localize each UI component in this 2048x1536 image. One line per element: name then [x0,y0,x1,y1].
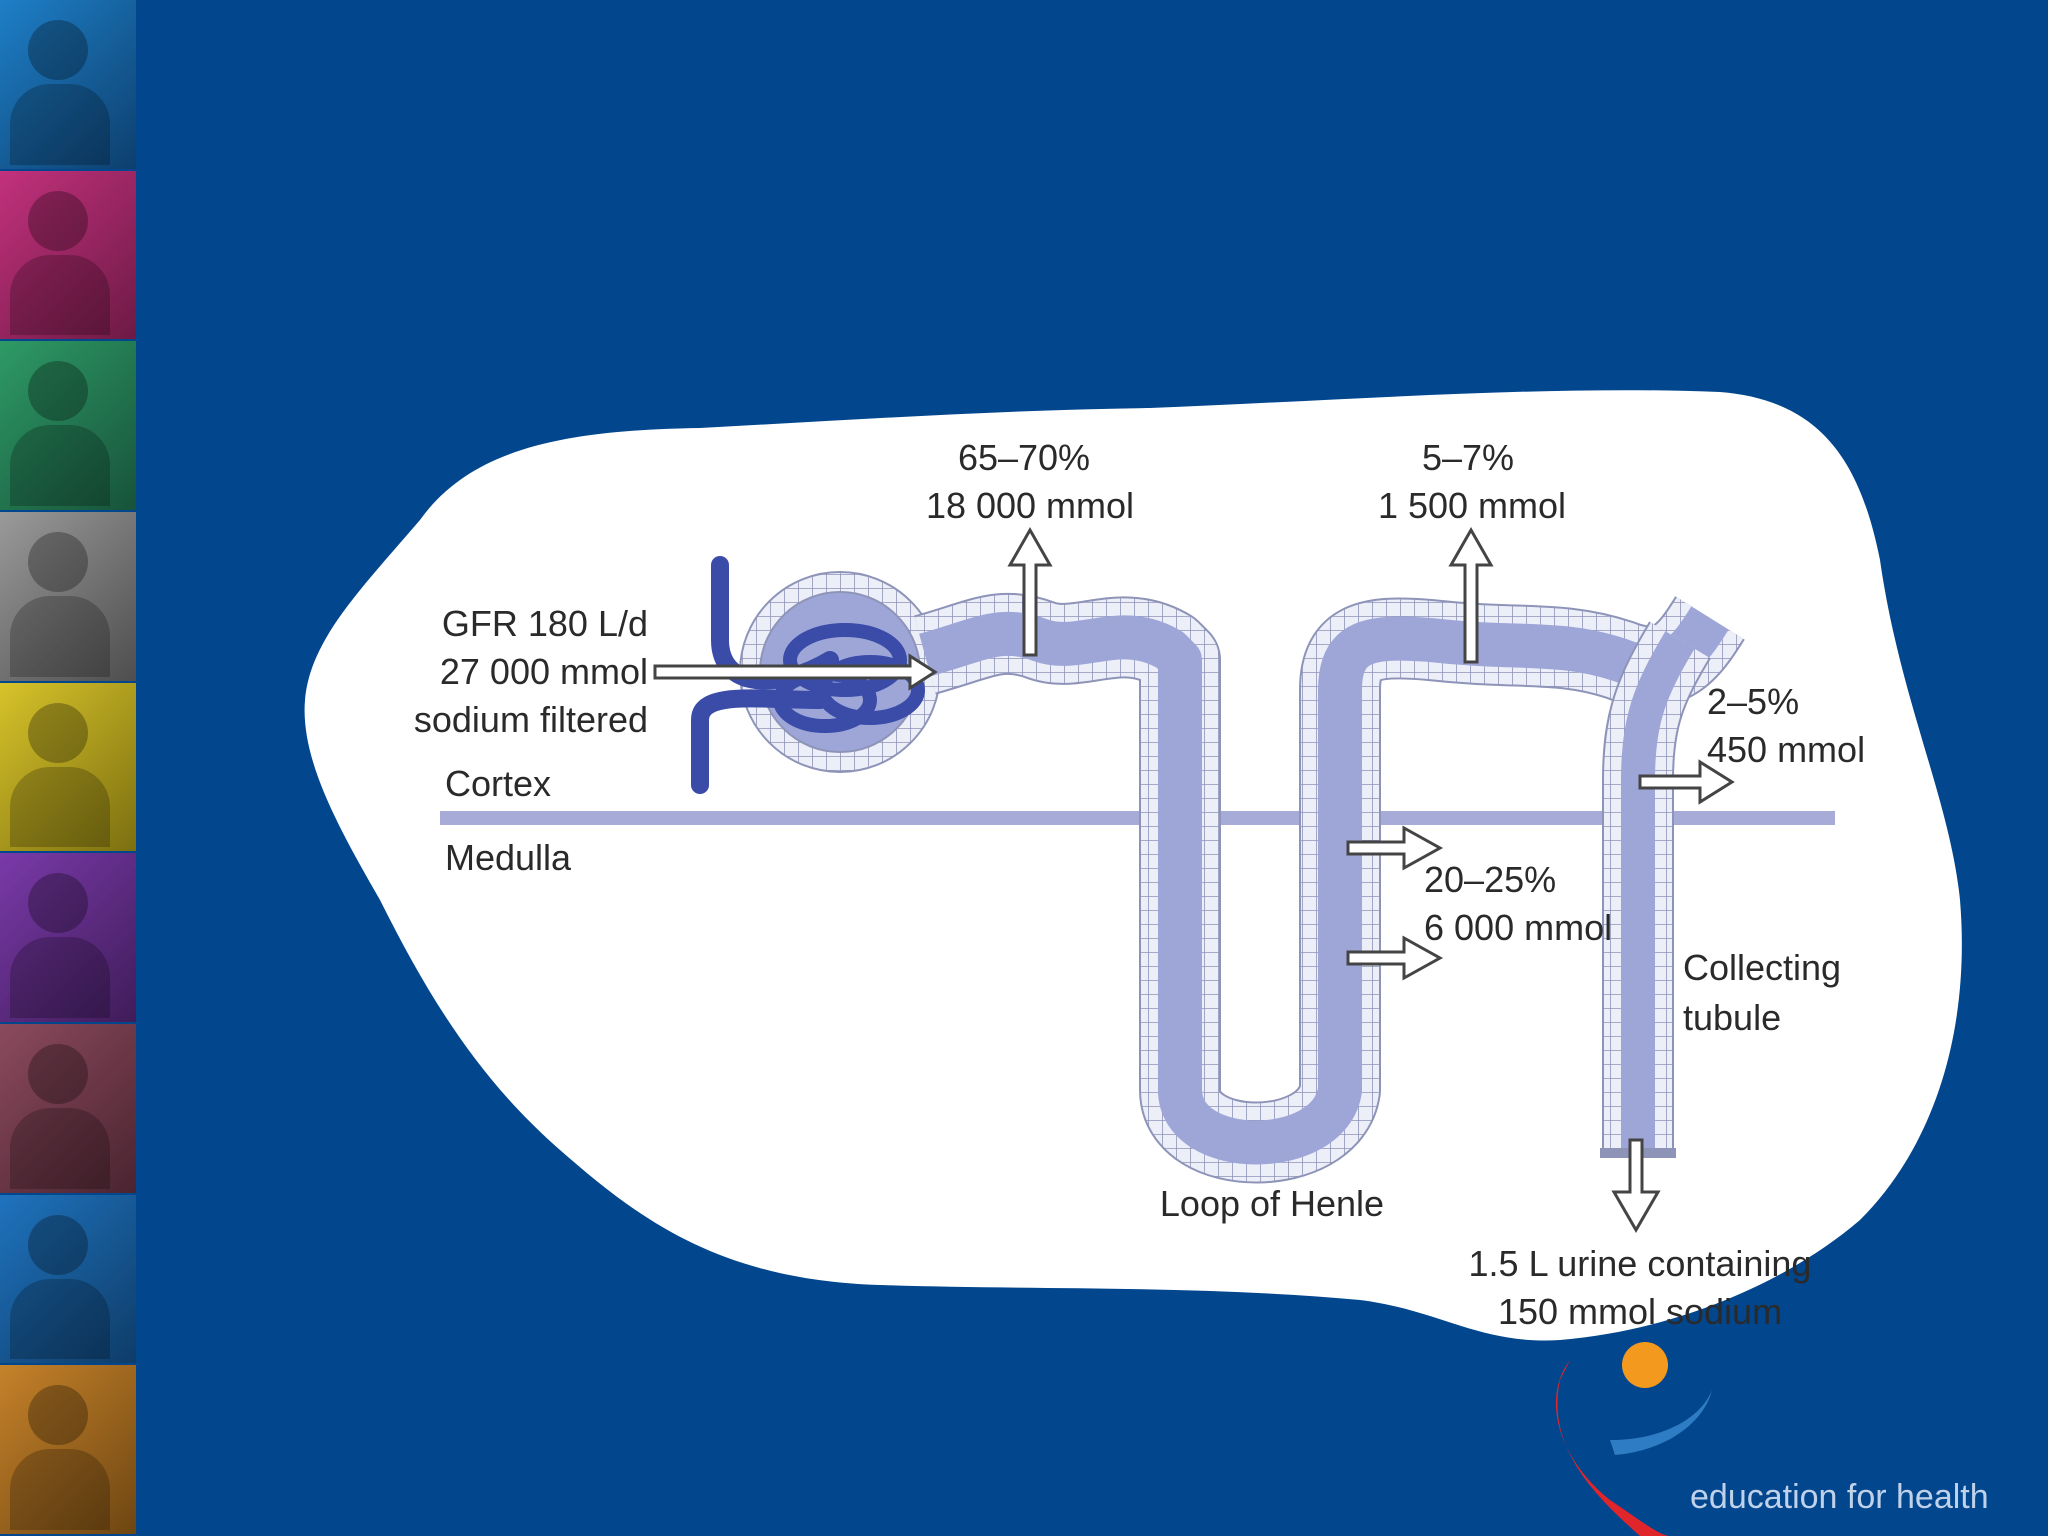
urine-output-label-line2: 150 mmol sodium [1498,1291,1782,1332]
person-body-shape [10,1278,110,1360]
person-body-shape [10,937,110,1018]
person-silhouette-icon [28,1044,88,1104]
person-body-shape [10,1449,110,1530]
person-silhouette-icon [28,1385,88,1446]
person-body-shape [10,425,110,506]
collecting-amount-label: 450 mmol [1707,729,1865,770]
loop-reabsorption-arrow-upper [1346,825,1444,871]
education-for-health-logo [1555,1342,1712,1536]
person-body-shape [10,766,110,848]
photo-tile [0,1194,136,1364]
medulla-label: Medulla [445,837,572,878]
loop-reabsorption-arrow-lower [1346,935,1444,981]
loop-of-henle-label: Loop of Henle [1160,1183,1384,1224]
photo-tile [0,512,136,681]
person-body-shape [10,596,110,677]
person-body-shape [10,84,110,165]
photo-tile [0,0,136,169]
nephron-tubule [913,592,1745,1184]
person-silhouette-icon [28,20,88,80]
urine-output-label-line1: 1.5 L urine containing [1469,1243,1812,1284]
distal-reabsorption-arrow [1448,526,1494,664]
person-silhouette-icon [28,1214,88,1275]
person-silhouette-icon [28,190,88,251]
logo-blue-swoosh [1610,1390,1712,1455]
photo-strip [0,0,136,1536]
distal-percent-label: 5–7% [1422,437,1514,478]
photo-tile [0,682,136,852]
collecting-tubule-label-line2: tubule [1683,997,1781,1038]
photo-tile [0,853,136,1022]
gfr-label: GFR 180 L/d [442,603,648,644]
filtration-arrow [653,653,938,691]
person-body-shape [10,254,110,336]
photo-tile [0,341,136,510]
footer-tagline: education for health [1690,1478,1989,1516]
distal-amount-label: 1 500 mmol [1378,485,1566,526]
collecting-reabsorption-arrow [1638,759,1735,805]
person-silhouette-icon [28,873,88,934]
collecting-percent-label: 2–5% [1707,681,1799,722]
photo-tile [0,1365,136,1534]
person-silhouette-icon [28,361,88,422]
sodium-filtered-label: sodium filtered [414,699,648,740]
collecting-tubule [1600,621,1711,1158]
photo-tile [0,170,136,340]
proximal-amount-label: 18 000 mmol [926,485,1134,526]
person-silhouette-icon [28,532,88,592]
person-silhouette-icon [28,702,88,763]
filtered-amount-label: 27 000 mmol [440,651,648,692]
proximal-percent-label: 65–70% [958,437,1090,478]
proximal-reabsorption-arrow [1007,526,1053,657]
cortex-label: Cortex [445,763,551,804]
logo-orange-dot [1622,1342,1668,1388]
collecting-tubule-label-line1: Collecting [1683,947,1841,988]
person-body-shape [10,1108,110,1189]
loop-amount-label: 6 000 mmol [1424,907,1612,948]
urine-output-arrow [1611,1138,1661,1233]
photo-tile [0,1024,136,1193]
loop-percent-label: 20–25% [1424,859,1556,900]
